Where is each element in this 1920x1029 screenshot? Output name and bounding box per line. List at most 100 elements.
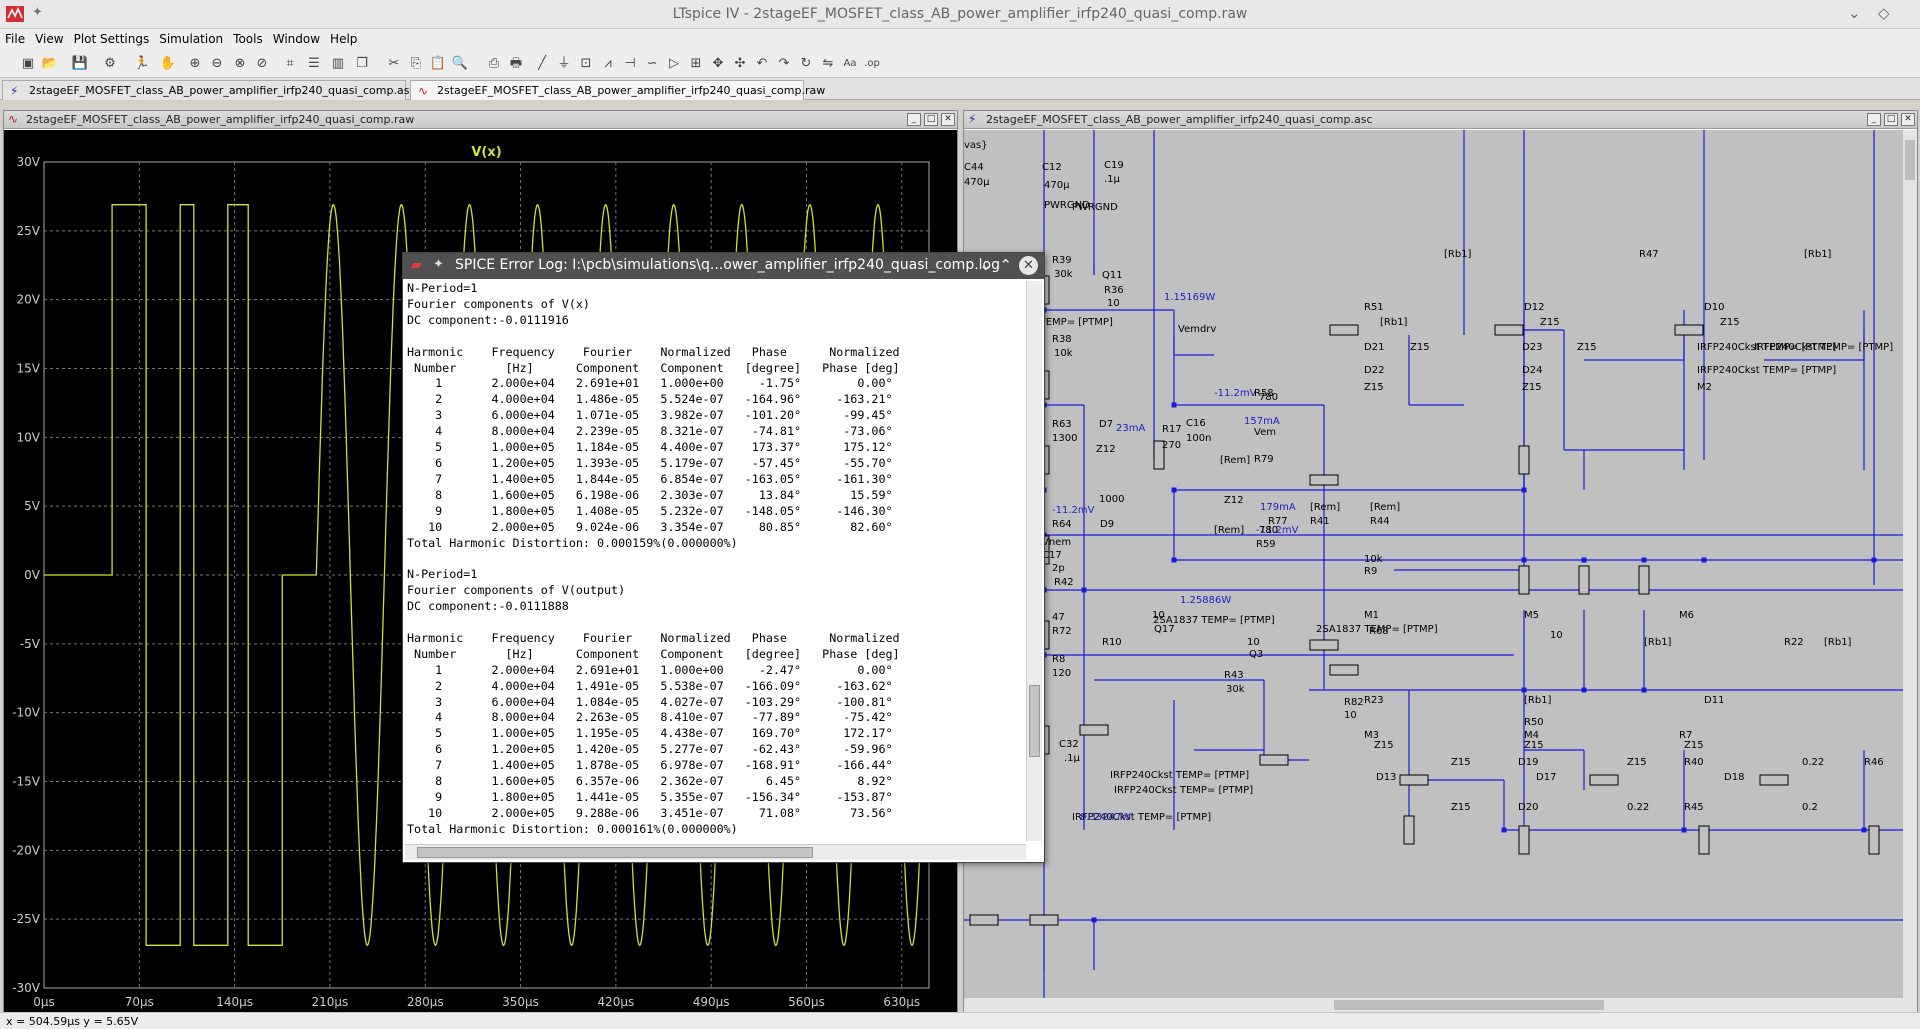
schematic-component[interactable] bbox=[1518, 565, 1530, 595]
text-icon[interactable]: Aa bbox=[843, 58, 857, 69]
new-schematic-icon[interactable]: ▣ bbox=[21, 56, 35, 71]
tab-waveform[interactable]: ∿2stageEF_MOSFET_class_AB_power_amplifie… bbox=[410, 80, 825, 100]
maximize-button[interactable]: □ bbox=[924, 113, 938, 126]
pin-icon[interactable]: ✦ bbox=[433, 257, 444, 272]
open-icon[interactable]: 📂 bbox=[41, 56, 59, 71]
wire-icon[interactable]: ╱ bbox=[538, 56, 546, 71]
schematic-label: 179mA bbox=[1260, 502, 1296, 513]
tab-schematic[interactable]: ⚡2stageEF_MOSFET_class_AB_power_amplifie… bbox=[2, 80, 416, 100]
schematic-component[interactable] bbox=[1329, 324, 1359, 336]
zoom-fit-icon[interactable]: ⊗ bbox=[234, 56, 246, 71]
schematic-component[interactable] bbox=[1309, 639, 1339, 651]
halt-icon[interactable]: ✋ bbox=[159, 56, 177, 71]
schematic-component[interactable] bbox=[1403, 815, 1415, 845]
schematic-component[interactable] bbox=[1153, 440, 1165, 470]
schematic-component[interactable] bbox=[1518, 445, 1530, 475]
paste-icon[interactable]: 📋 bbox=[429, 56, 447, 71]
undo-icon[interactable]: ↶ bbox=[756, 56, 768, 71]
menu-plot-settings[interactable]: Plot Settings bbox=[73, 32, 150, 46]
inductor-icon[interactable]: ∽ bbox=[646, 56, 658, 71]
schematic-component[interactable] bbox=[1494, 324, 1524, 336]
tile-horizontal-icon[interactable]: ☰ bbox=[308, 56, 320, 71]
schematic-label: [Rb1] bbox=[1644, 637, 1672, 648]
vertical-scrollbar[interactable] bbox=[1026, 281, 1042, 841]
print-setup-icon[interactable]: ⎙ bbox=[488, 56, 500, 71]
pin-icon[interactable]: ✦ bbox=[32, 5, 43, 20]
save-icon[interactable]: 💾 bbox=[71, 56, 89, 71]
chevron-down-icon[interactable]: ⌄ bbox=[979, 256, 992, 274]
spice-directive-icon[interactable]: .op bbox=[864, 58, 880, 69]
drag-icon[interactable]: ✣ bbox=[734, 56, 746, 71]
control-panel-icon[interactable]: ⚙ bbox=[104, 56, 116, 71]
mirror-icon[interactable]: ⇋ bbox=[822, 56, 834, 71]
print-icon[interactable]: 🖶 bbox=[509, 56, 523, 71]
menu-window[interactable]: Window bbox=[272, 32, 321, 46]
horizontal-scrollbar[interactable] bbox=[405, 844, 1026, 860]
schematic-component[interactable] bbox=[1309, 474, 1339, 486]
log-line: 8 1.600e+05 6.357e-06 2.362e-07 6.45° 8.… bbox=[407, 774, 893, 789]
rotate-icon[interactable]: ↻ bbox=[800, 56, 812, 71]
cascade-icon[interactable]: ❐ bbox=[356, 56, 368, 71]
schematic-component[interactable] bbox=[1638, 565, 1650, 595]
spice-error-log-dialog[interactable]: ▰ ✦ SPICE Error Log: I:\pcb\simulations\… bbox=[402, 252, 1045, 863]
copy-icon[interactable]: ⎘ bbox=[410, 56, 422, 71]
schematic-label: 0.2 bbox=[1802, 802, 1818, 813]
autorange-icon[interactable]: ⌗ bbox=[286, 56, 294, 71]
schematic-component[interactable] bbox=[1589, 774, 1619, 786]
schematic-component[interactable] bbox=[1698, 825, 1710, 855]
label-icon[interactable]: ⊡ bbox=[580, 56, 592, 71]
find-icon[interactable]: 🔍 bbox=[451, 56, 469, 71]
schematic-component[interactable] bbox=[1868, 825, 1880, 855]
ltspice-logo-icon: ▰ bbox=[411, 257, 422, 273]
schematic-component[interactable] bbox=[1674, 324, 1704, 336]
schematic-label: R45 bbox=[1684, 802, 1704, 813]
run-icon[interactable]: 🏃 bbox=[133, 56, 151, 71]
schematic-label: R43 bbox=[1224, 670, 1244, 681]
cut-icon[interactable]: ✂ bbox=[388, 56, 400, 71]
schematic-component[interactable] bbox=[1518, 825, 1530, 855]
schematic-component[interactable] bbox=[1079, 724, 1109, 736]
minimize-button[interactable]: _ bbox=[907, 113, 921, 126]
schematic-component[interactable] bbox=[1329, 664, 1359, 676]
schematic-drawing[interactable]: vas}C44470µC12470µC19.1µPWRGNDPWRGNDR393… bbox=[964, 130, 1917, 1012]
schematic-component[interactable] bbox=[1399, 774, 1429, 786]
close-button[interactable]: ✕ bbox=[1019, 256, 1038, 275]
schematic-component[interactable] bbox=[1578, 565, 1590, 595]
trace-label[interactable]: V(x) bbox=[471, 145, 501, 160]
schematic-window[interactable]: ⚡ 2stageEF_MOSFET_class_AB_power_amplifi… bbox=[963, 110, 1918, 1013]
schematic-component[interactable] bbox=[969, 914, 999, 926]
schematic-component[interactable] bbox=[1759, 774, 1789, 786]
close-button[interactable]: ✕ bbox=[941, 113, 955, 126]
capacitor-icon[interactable]: ⊣ bbox=[624, 56, 636, 71]
schematic-component[interactable] bbox=[1259, 754, 1289, 766]
move-icon[interactable]: ✥ bbox=[712, 56, 724, 71]
menu-file[interactable]: File bbox=[5, 32, 26, 46]
maximize-button[interactable]: □ bbox=[1884, 113, 1898, 126]
schematic-component[interactable] bbox=[1029, 914, 1059, 926]
zoom-out-icon[interactable]: ⊖ bbox=[211, 56, 223, 71]
zoom-area-icon[interactable]: ⊘ bbox=[256, 56, 268, 71]
vertical-scrollbar[interactable] bbox=[1903, 130, 1917, 998]
schematic-icon: ⚡ bbox=[968, 112, 977, 126]
minimize-button[interactable]: _ bbox=[1867, 113, 1881, 126]
maximize-button[interactable]: ◇ bbox=[1878, 4, 1890, 22]
redo-icon[interactable]: ↷ bbox=[778, 56, 790, 71]
schematic-window-caption: ⚡ 2stageEF_MOSFET_class_AB_power_amplifi… bbox=[964, 111, 1917, 129]
chevron-up-icon[interactable]: ⌃ bbox=[999, 256, 1012, 274]
minimize-button[interactable]: ⌄ bbox=[1848, 4, 1861, 22]
component-icon[interactable]: ⊞ bbox=[690, 56, 702, 71]
horizontal-scrollbar[interactable] bbox=[964, 998, 1917, 1012]
diode-icon[interactable]: ▷ bbox=[669, 56, 679, 71]
resistor-icon[interactable]: ⩘ bbox=[604, 56, 612, 71]
ground-icon[interactable]: ⏚ bbox=[557, 56, 571, 71]
menu-view[interactable]: View bbox=[35, 32, 64, 46]
menu-tools[interactable]: Tools bbox=[233, 32, 263, 46]
menu-simulation[interactable]: Simulation bbox=[159, 32, 224, 46]
menu-help[interactable]: Help bbox=[330, 32, 358, 46]
tile-vertical-icon[interactable]: ▥ bbox=[331, 56, 345, 71]
zoom-in-icon[interactable]: ⊕ bbox=[189, 56, 201, 71]
close-button[interactable]: ✕ bbox=[1901, 113, 1915, 126]
